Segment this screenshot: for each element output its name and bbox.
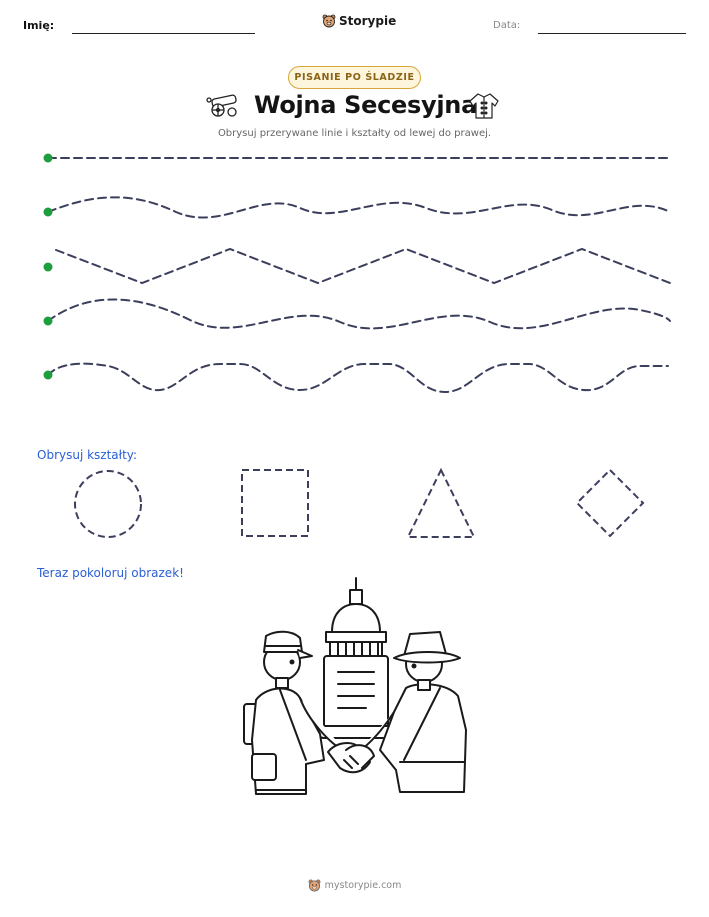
footer: mystorypie.com — [0, 879, 709, 892]
start-dot — [43, 262, 53, 272]
bear-logo-icon — [308, 879, 321, 892]
activity-badge: PISANIE PO ŚLADZIE — [288, 66, 421, 89]
trace-triangle[interactable] — [406, 467, 476, 538]
shapes-label: Obrysuj kształty: — [37, 448, 138, 462]
tracing-lines — [43, 153, 671, 394]
instructions: Obrysuj przerywane linie i kształty od l… — [217, 128, 492, 139]
start-dot — [43, 153, 53, 163]
name-line[interactable] — [72, 33, 255, 34]
date-label: Data: — [493, 20, 521, 31]
tracing-shapes — [74, 467, 645, 538]
trace-square[interactable] — [241, 469, 309, 537]
scroll-document — [317, 655, 394, 739]
left-soldier — [243, 630, 347, 795]
bear-logo-icon — [322, 14, 336, 28]
trace-diamond[interactable] — [575, 468, 645, 538]
right-soldier — [357, 631, 467, 793]
trace-line-bumps[interactable] — [47, 362, 669, 394]
brand-logo: Storypie — [322, 14, 396, 28]
start-dot — [43, 207, 53, 217]
coloring-picture — [243, 577, 467, 795]
coloring-label: Teraz pokoloruj obrazek! — [37, 566, 184, 580]
cannon-icon — [206, 94, 237, 117]
trace-line-zigzag[interactable] — [55, 247, 671, 285]
coat-icon — [469, 93, 499, 119]
trace-line-wave[interactable] — [47, 196, 671, 219]
footer-url[interactable]: mystorypie.com — [324, 880, 402, 891]
date-line[interactable] — [538, 33, 686, 34]
start-dot — [43, 370, 53, 380]
start-dot — [43, 316, 53, 326]
trace-line-wave-2[interactable] — [47, 298, 671, 330]
handshake — [327, 742, 375, 774]
page-title: Wojna Secesyjna — [254, 91, 477, 119]
capitol-dome — [325, 577, 387, 657]
brand-name: Storypie — [339, 14, 397, 28]
trace-circle[interactable] — [74, 470, 142, 538]
name-label: Imię: — [23, 19, 55, 32]
